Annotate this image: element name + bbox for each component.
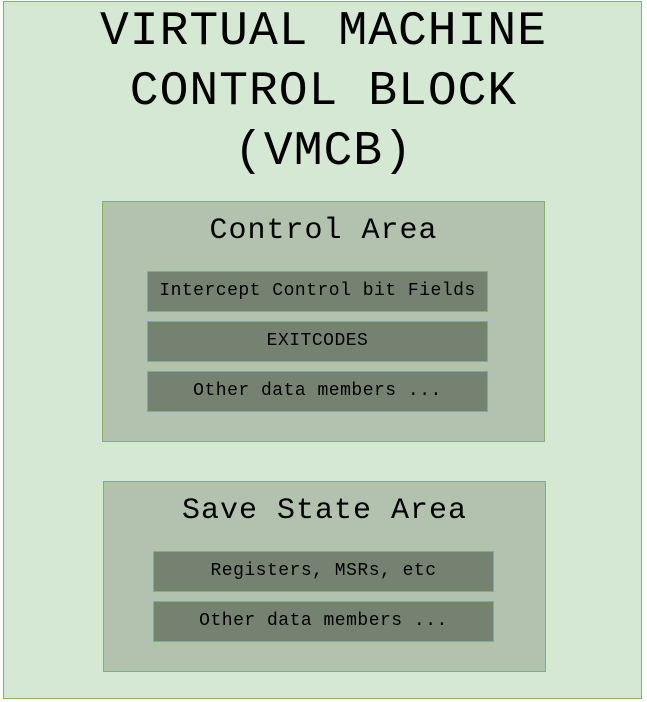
vmcb-container: VIRTUAL MACHINE CONTROL BLOCK (VMCB) Con…: [3, 1, 642, 699]
save-other-members-field: Other data members ...: [153, 601, 494, 642]
registers-msrs-field: Registers, MSRs, etc: [153, 551, 494, 592]
control-other-members-field: Other data members ...: [147, 371, 488, 412]
title-line-2: CONTROL BLOCK: [129, 65, 518, 119]
exitcodes-field: EXITCODES: [147, 321, 488, 362]
control-area-title: Control Area: [209, 214, 438, 248]
diagram-title: VIRTUAL MACHINE CONTROL BLOCK (VMCB): [4, 2, 643, 182]
save-state-area-title: Save State Area: [181, 494, 468, 528]
control-area-box: Control Area Intercept Control bit Field…: [102, 201, 545, 442]
title-line-1: VIRTUAL MACHINE: [99, 5, 548, 59]
save-state-area-box: Save State Area Registers, MSRs, etc Oth…: [103, 481, 546, 672]
title-line-3: (VMCB): [234, 125, 413, 179]
intercept-control-field: Intercept Control bit Fields: [147, 271, 488, 312]
